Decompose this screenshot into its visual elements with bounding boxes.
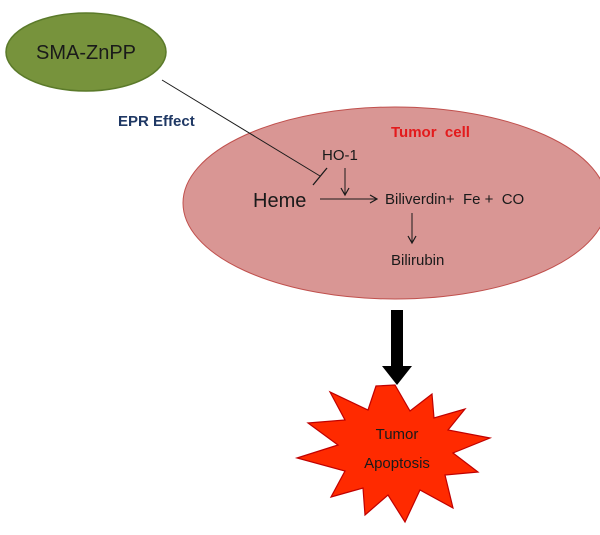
epr-effect-label: EPR Effect [118,113,195,130]
outcome-arrow-shaft [391,310,403,370]
inhibition-bar [312,167,328,186]
outcome-arrow [382,310,412,385]
tumor-cell-node: Tumor cell [182,106,600,300]
apoptosis-line2: Apoptosis [364,455,430,472]
drug-ellipse [5,12,167,92]
inhibition-line [161,79,321,177]
apoptosis-line1: Tumor [376,426,419,443]
products-label: Biliverdin+ Fe + CO [385,191,524,208]
bilirubin-label: Bilirubin [391,252,444,269]
enzyme-label: HO-1 [322,147,358,164]
drug-label: SMA-ZnPP [36,42,136,64]
tumor-cell-ellipse [182,106,600,300]
heme-label: Heme [253,190,306,212]
tumor-cell-title: Tumor cell [391,124,470,141]
inhibition-edge [161,79,328,186]
apoptosis-node: Tumor Apoptosis [294,384,493,524]
apoptosis-burst [294,384,493,524]
outcome-arrow-head [382,366,412,385]
drug-node: SMA-ZnPP [5,12,167,92]
